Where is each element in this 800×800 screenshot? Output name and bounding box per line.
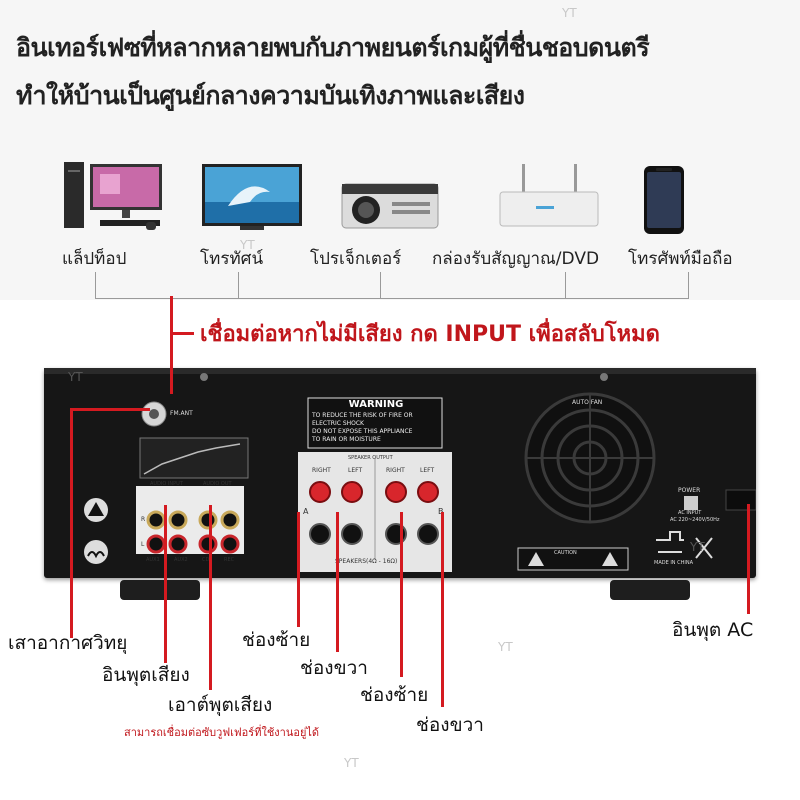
cd-label: CD <box>202 557 210 563</box>
channel-b-label: B <box>438 507 444 516</box>
speaker-output-label: SPEAKER OUTPUT <box>348 455 393 461</box>
right-a-label: RIGHT <box>312 467 331 474</box>
auto-fan-label: AUTO FAN <box>572 399 603 406</box>
callout-line-audio-in <box>164 505 167 663</box>
watermark: YT <box>68 370 83 384</box>
warning-text: TO REDUCE THE RISK OF FIRE OR ELECTRIC S… <box>312 412 413 444</box>
subwoofer-note: สามารถเชื่อมต่อซับวูฟเฟอร์ที่ใช้งานอยู่ไ… <box>124 726 320 739</box>
rec-label: REC <box>224 557 235 563</box>
watermark: YT <box>240 238 255 252</box>
watermark: YT <box>562 6 577 20</box>
tv-icon <box>202 164 302 230</box>
warning-line: DO NOT EXPOSE THIS APPLIANCE <box>312 428 413 435</box>
top-banner <box>0 0 800 300</box>
speakers-rating-label: SPEAKERS(4Ω - 16Ω) <box>335 558 398 565</box>
right-channel-callout-1: ช่องขวา <box>300 657 368 679</box>
left-channel-callout-2: ช่องซ้าย <box>360 684 429 706</box>
device-label-projector: โปรเจ็กเตอร์ <box>310 249 402 269</box>
channel-a-label: A <box>303 507 309 516</box>
left-a-label: LEFT <box>348 467 363 474</box>
right-b-label: RIGHT <box>386 467 405 474</box>
device-label-laptop: แล็ปท็อป <box>62 249 127 269</box>
aux2-label: AUX2 <box>174 557 188 563</box>
device-label-phone: โทรศัพท์มือถือ <box>628 249 733 269</box>
power-label: POWER <box>678 487 701 494</box>
ac-voltage-label: AC 220~240V/50Hz <box>670 517 720 523</box>
callout-line-right1 <box>336 512 339 652</box>
ac-input-callout: อินพุต AC <box>672 619 754 641</box>
callout-line-right2 <box>441 512 444 707</box>
set-top-box-icon <box>499 164 599 227</box>
warning-line: ELECTRIC SHOCK <box>312 420 364 427</box>
aux1-label: AUX1 <box>146 557 160 563</box>
callout-line-audio-out <box>209 505 212 690</box>
audio-out-callout: เอาต์พุตเสียง <box>168 694 273 716</box>
device-label-tv: โทรทัศน์ <box>200 249 264 269</box>
made-in-label: MADE IN CHINA <box>654 560 694 566</box>
watermark: YT <box>498 640 513 654</box>
callout-line-antenna-h <box>70 408 150 411</box>
bracket-tick <box>238 272 239 298</box>
laptop-icon <box>64 162 162 230</box>
projector-icon <box>341 183 439 229</box>
callout-line-left2 <box>400 512 403 677</box>
warning-line: TO REDUCE THE RISK OF FIRE OR <box>312 412 413 419</box>
rca-l-label: L <box>141 541 145 548</box>
phone-icon <box>644 166 684 234</box>
audio-out-label: AUDIO OUT <box>203 481 232 487</box>
headline-line-1: อินเทอร์เฟซที่หลากหลายพบกับภาพยนตร์เกมผู… <box>16 33 650 62</box>
callout-line-antenna <box>70 408 73 638</box>
antenna-callout: เสาอากาศวิทยุ <box>8 632 128 654</box>
right-channel-callout-2: ช่องขวา <box>416 714 484 736</box>
watermark: YT <box>344 756 359 770</box>
left-channel-callout-1: ช่องซ้าย <box>242 629 311 651</box>
fm-ant-label: FM.ANT <box>170 410 193 417</box>
callout-line-left1 <box>297 512 300 627</box>
ac-input-label: AC INPUT <box>678 510 702 516</box>
warning-line: TO RAIN OR MOISTURE <box>312 436 381 443</box>
bracket-tick <box>565 272 566 298</box>
caution-label: CAUTION <box>554 550 577 556</box>
notice-dash <box>172 332 194 335</box>
device-label-set-top-box: กล่องรับสัญญาณ/DVD <box>432 249 600 269</box>
left-b-label: LEFT <box>420 467 435 474</box>
audio-input-label: AUDIO INPUT <box>150 481 183 487</box>
rca-r-label: R <box>141 516 146 523</box>
input-mode-notice: เชื่อมต่อหากไม่มีเสียง กด INPUT เพื่อสลั… <box>200 322 660 347</box>
headline-line-2: ทำให้บ้านเป็นศูนย์กลางความบันเทิงภาพและเ… <box>16 81 525 110</box>
amplifier-panel-art <box>44 368 756 600</box>
warning-title: WARNING <box>348 399 404 410</box>
watermark: YT <box>690 540 705 554</box>
audio-in-callout: อินพุตเสียง <box>102 664 190 686</box>
bracket-tick <box>380 272 381 298</box>
callout-line-top <box>170 296 173 394</box>
callout-line-ac <box>747 504 750 614</box>
device-bracket <box>95 272 689 299</box>
